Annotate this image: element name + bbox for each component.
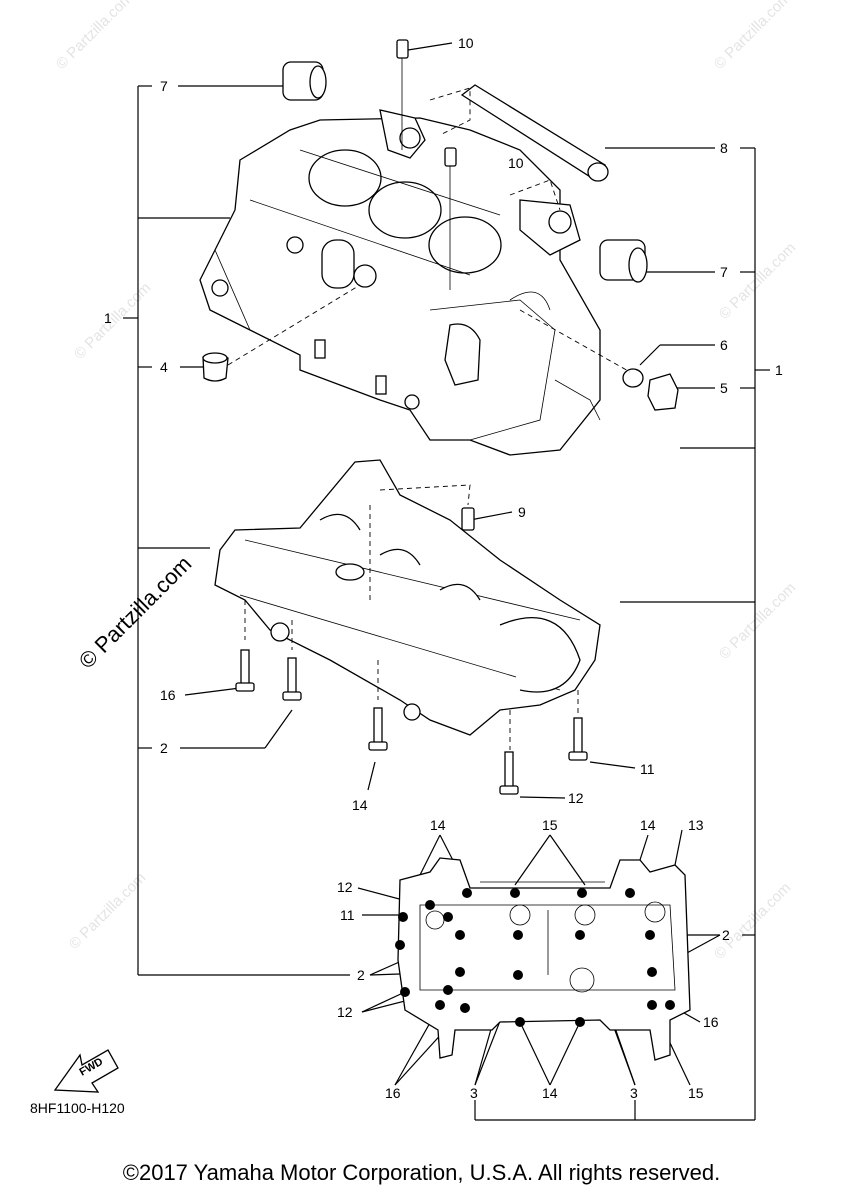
callout-label: 16 [703,1014,719,1030]
callout-label: 9 [518,504,526,520]
lower-crankcase [214,459,601,750]
callout-label: 1 [775,362,783,378]
callout-label: 5 [720,380,728,396]
copyright-notice: ©2017 Yamaha Motor Corporation, U.S.A. A… [122,1160,721,1185]
watermark: © Partzilla.com [716,239,799,322]
callout-label: 4 [160,359,168,375]
bolt-dots [395,888,675,1027]
bolt-pattern-view [397,857,691,1061]
callout-label: 2 [357,967,365,983]
callout-label: 15 [542,817,558,833]
callout-label: 12 [568,790,584,806]
watermark: © Partzilla.com [711,879,794,962]
callout-label: 7 [160,78,168,94]
watermark: © Partzilla.com [711,0,794,73]
watermark: © Partzilla.com [66,869,149,952]
callout-label: 6 [720,337,728,353]
callout-label: 10 [458,35,474,51]
callout-label: 11 [640,761,655,777]
callout-label: 16 [160,687,176,703]
callout-label: 14 [640,817,656,833]
callout-label: 14 [542,1085,558,1101]
callout-label: 14 [430,817,446,833]
callout-label: 12 [337,879,353,895]
callout-label: 16 [385,1085,401,1101]
small-parts [202,284,679,411]
callout-label: 8 [720,140,728,156]
collar-sleeve [429,84,609,211]
watermark: © Partzilla.com [53,0,136,73]
mount-bush [282,61,648,283]
callout-label: 11 [340,907,355,923]
callout-label: 3 [630,1085,638,1101]
callout-label: 13 [688,817,704,833]
watermark: © Partzilla.com [716,579,799,662]
callout-label: 10 [508,155,524,171]
callout-label: 15 [688,1085,704,1101]
model-code: 8HF1100-H120 [30,1100,125,1116]
dowel-pins [396,39,457,290]
callout-labels: 10 7 8 10 7 1 6 4 1 5 9 16 2 11 12 14 14… [104,35,783,1101]
fwd-arrow-icon: FWD [53,1049,119,1093]
callout-label: 1 [104,310,112,326]
bracket-lines [123,85,770,1121]
callout-label: 2 [722,927,730,943]
callout-label: 7 [720,264,728,280]
callout-label: 3 [470,1085,478,1101]
watermark: © Partzilla.com [74,551,197,674]
upper-crankcase [199,109,601,456]
callout-label: 14 [352,797,368,813]
callout-label: 2 [160,740,168,756]
bolts [235,649,588,795]
watermark: © Partzilla.com [71,279,154,362]
callout-label: 12 [337,1004,353,1020]
